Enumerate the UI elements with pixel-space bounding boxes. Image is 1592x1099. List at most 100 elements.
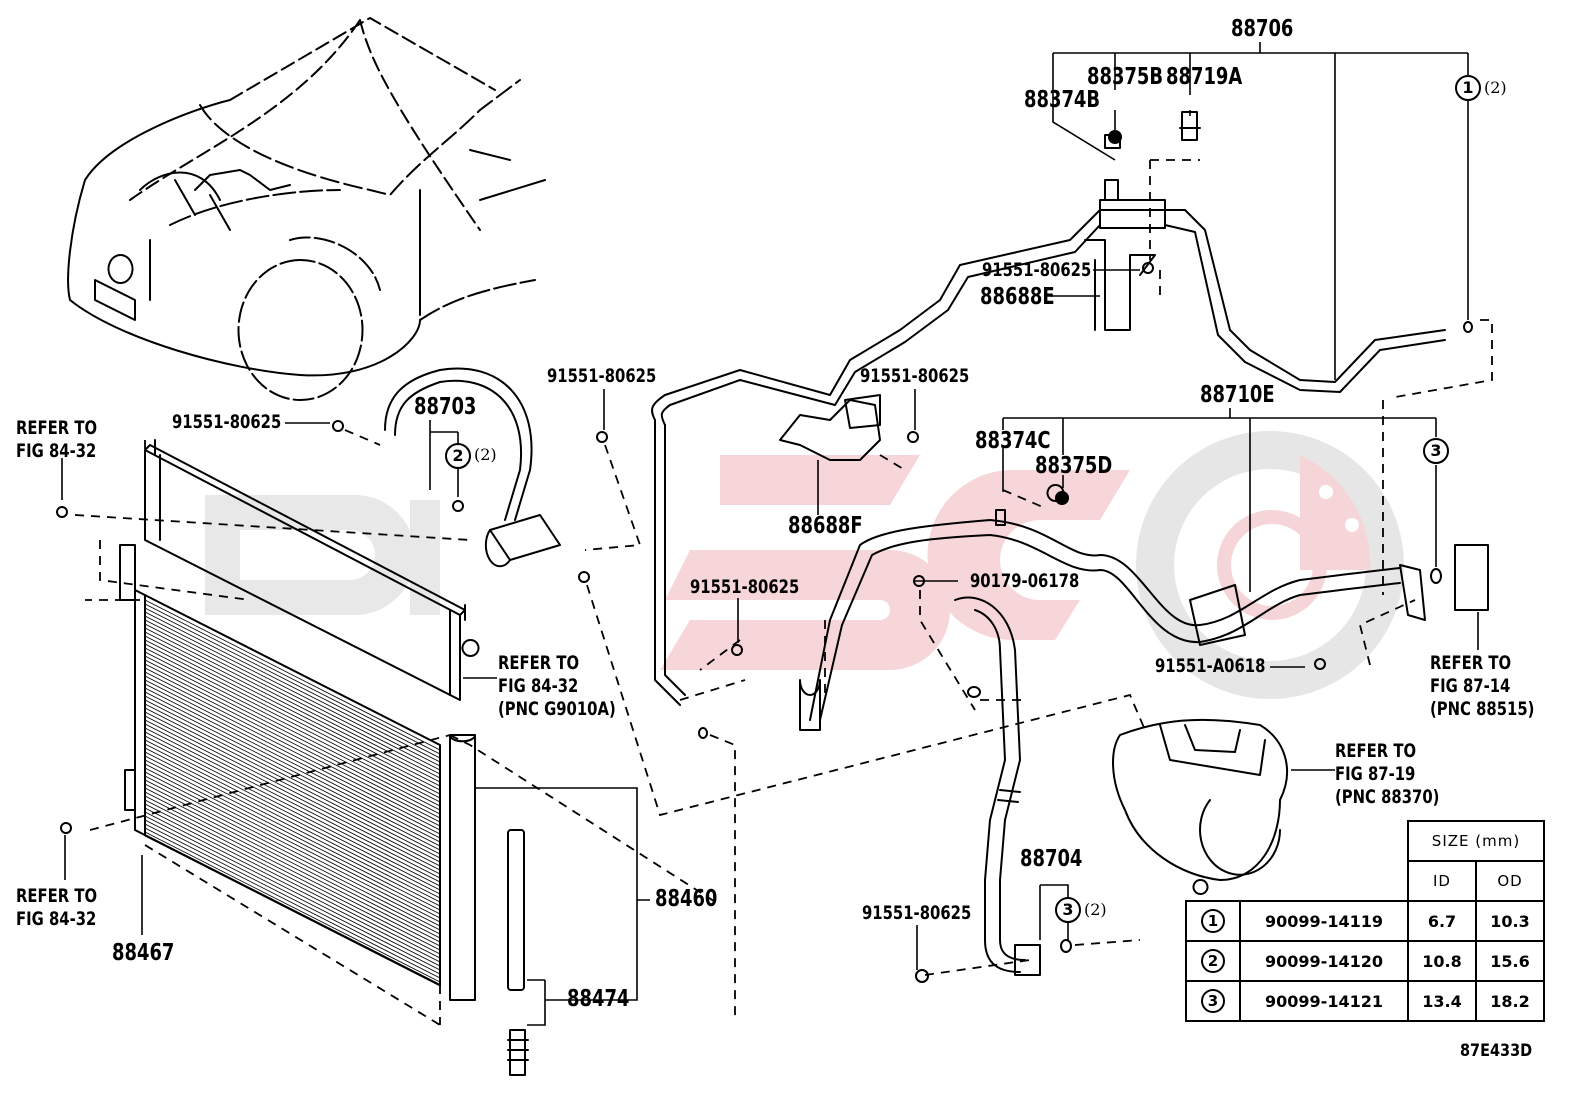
condenser-fin-line [144, 703, 441, 855]
condenser-fin-line [144, 731, 441, 883]
row-ref-callout: 2 [1201, 949, 1225, 973]
part-label-88474[interactable]: 88474 [567, 986, 630, 1012]
condenser-fin-line [144, 739, 441, 891]
condenser-fin-line [144, 787, 441, 939]
callout-3-hose[interactable]: 3 [1055, 897, 1081, 923]
condenser-fin-line [144, 715, 441, 867]
condenser-fin-line [144, 683, 441, 835]
part-label-bolt-A0618[interactable]: 91551-A0618 [1155, 655, 1266, 677]
part-label-88374B[interactable]: 88374B [1024, 87, 1101, 113]
reference-fig-84-32-radiator[interactable]: REFER TO FIG 84-32 (PNC G9010A) [498, 652, 616, 720]
radiator-core [144, 439, 480, 701]
condenser-fin-line [144, 775, 441, 927]
condenser-fin-line [144, 639, 441, 791]
condenser-fin-line [144, 667, 441, 819]
condenser-fin-line [144, 727, 441, 879]
part-label-bolt-radiator[interactable]: 91551-80625 [172, 411, 282, 433]
watermark-hole-1 [1319, 485, 1333, 499]
watermark-pink-shape-1 [660, 455, 950, 670]
part-label-88688F[interactable]: 88688F [788, 513, 863, 539]
figure-code: 87E433D [1460, 1041, 1533, 1061]
part-label-bolt-discharge[interactable]: 91551-80625 [547, 365, 657, 387]
condenser-fin-line [144, 627, 441, 779]
callout-3-suction[interactable]: 3 [1423, 438, 1449, 464]
condenser-fin-line [144, 663, 441, 815]
row-part-number[interactable]: 90099-14119 [1239, 900, 1409, 942]
leader-lines [61, 42, 1479, 1026]
condenser-fin-line [144, 783, 441, 935]
condenser-fin-line [144, 823, 441, 975]
part-label-bolt-liquid[interactable]: 91551-80625 [690, 576, 800, 598]
condenser-fin-line [144, 771, 441, 923]
condenser-fin-line [144, 831, 441, 983]
part-label-88710E[interactable]: 88710E [1200, 382, 1275, 408]
watermark-gray-letter [205, 495, 415, 615]
part-label-88703[interactable]: 88703 [414, 394, 477, 420]
part-label-88375D[interactable]: 88375D [1035, 453, 1113, 479]
suction-pipe-88710E [809, 519, 1426, 721]
condenser-fin-line [144, 799, 441, 951]
row-od-value: 10.3 [1475, 900, 1545, 942]
o-rings [452, 321, 1473, 953]
condenser-fin-line [144, 623, 441, 775]
condenser-fin-line [144, 631, 441, 783]
part-label-88688E[interactable]: 88688E [980, 284, 1055, 310]
part-label-88374C[interactable]: 88374C [975, 428, 1051, 454]
condenser-fin-line [144, 707, 441, 859]
part-label-88706[interactable]: 88706 [1231, 16, 1294, 42]
table-subheader-row: ID OD [1186, 860, 1545, 902]
part-label-88704[interactable]: 88704 [1020, 846, 1083, 872]
reference-fig-87-14[interactable]: REFER TO FIG 87-14 (PNC 88515) [1430, 652, 1535, 720]
reference-fig-84-32-top[interactable]: REFER TO FIG 84-32 [16, 417, 98, 462]
condenser-fin-line [144, 675, 441, 827]
condenser-fin-line [144, 615, 441, 767]
discharge-pipe-88703 [384, 367, 561, 568]
watermark-logo [205, 431, 1404, 699]
condenser-fin-line [144, 635, 441, 787]
row-ref-callout: 3 [1201, 989, 1225, 1013]
row-part-number[interactable]: 90099-14120 [1239, 940, 1409, 982]
condenser-fin-line [144, 603, 441, 755]
condenser-fin-line [144, 803, 441, 955]
condenser-fin-line [144, 835, 441, 987]
part-label-88375B[interactable]: 88375B [1087, 64, 1164, 90]
watermark-pink-disc [1300, 455, 1371, 570]
row-id-value: 6.7 [1407, 900, 1477, 942]
reference-fig-84-32-bottom[interactable]: REFER TO FIG 84-32 [16, 885, 98, 930]
part-label-nut-90179[interactable]: 90179-06178 [970, 570, 1080, 592]
watermark-hole-2 [1345, 518, 1359, 532]
condenser-fin-line [144, 735, 441, 887]
table-row: 3 90099-14121 13.4 18.2 [1185, 980, 1545, 1022]
part-label-88467[interactable]: 88467 [112, 940, 175, 966]
condenser-fin-line [144, 679, 441, 831]
condenser-fin-line [144, 699, 441, 851]
watermark-gray-ring [1136, 431, 1404, 699]
callout-2-qty: (2) [474, 445, 497, 464]
part-label-bolt-sensor[interactable]: 91551-80625 [860, 365, 970, 387]
table-row: 2 90099-14120 10.8 15.6 [1185, 940, 1545, 982]
condenser-fin-line [144, 643, 441, 795]
condenser-fin-line [144, 695, 441, 847]
sensor-bracket-88688E [1084, 239, 1156, 331]
part-label-bolt-88688E[interactable]: 91551-80625 [982, 259, 1092, 281]
condenser-fin-line [144, 759, 441, 911]
condenser-fin-line [144, 827, 441, 979]
condenser-fin-line [144, 815, 441, 967]
o-ring-size-table: SIZE (mm) ID OD 1 90099-14119 6.7 10.3 2… [1185, 820, 1545, 1022]
condenser-fin-line [144, 747, 441, 899]
part-label-88460[interactable]: 88460 [655, 886, 718, 912]
row-part-number[interactable]: 90099-14121 [1239, 980, 1409, 1022]
condenser-fin-line [144, 671, 441, 823]
callout-1[interactable]: 1 [1455, 75, 1481, 101]
size-header: SIZE (mm) [1407, 820, 1545, 862]
condenser-fin-line [144, 719, 441, 871]
compressor [1112, 718, 1289, 895]
part-label-88719A[interactable]: 88719A [1166, 64, 1243, 90]
condenser-fin-line [144, 779, 441, 931]
callout-2[interactable]: 2 [445, 443, 471, 469]
condenser-fin-line [144, 763, 441, 915]
condenser-fin-line [144, 755, 441, 907]
part-label-bolt-hose[interactable]: 91551-80625 [862, 902, 972, 924]
reference-fig-87-19[interactable]: REFER TO FIG 87-19 (PNC 88370) [1335, 740, 1440, 808]
